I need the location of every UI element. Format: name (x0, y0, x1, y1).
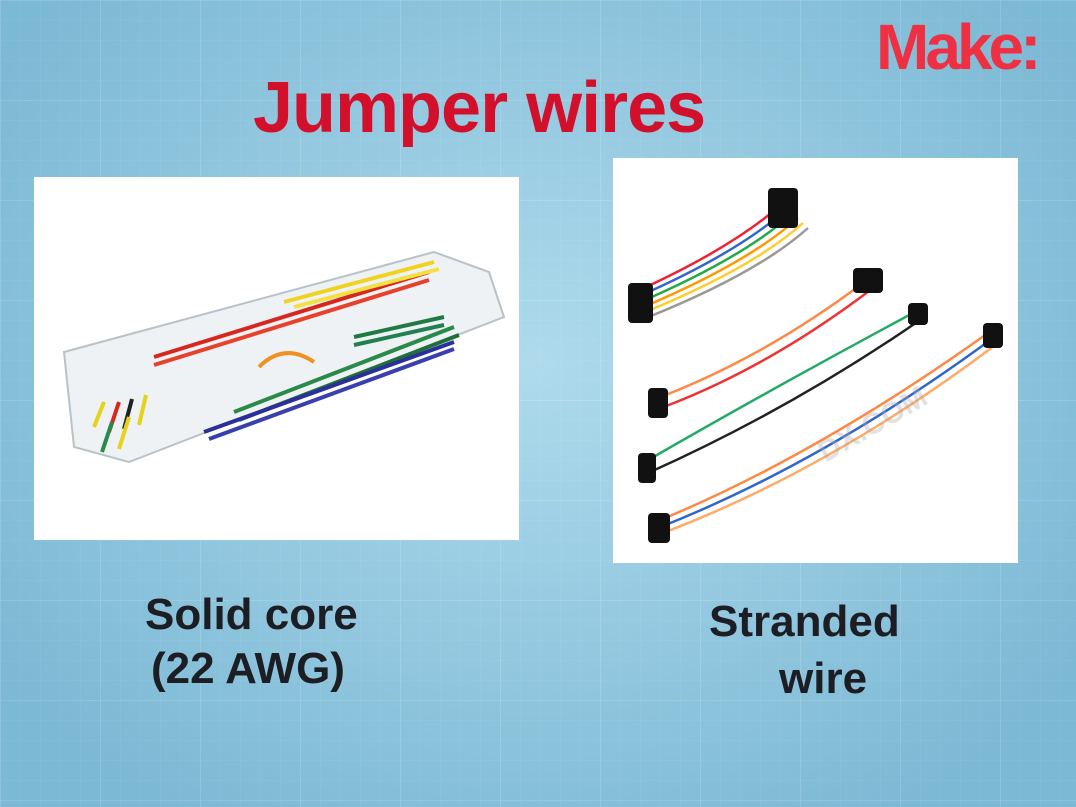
caption-line: Solid core (145, 590, 358, 639)
solid-core-caption: Solid core (22 AWG) (145, 590, 358, 694)
stranded-wire-image: DX.COM (613, 158, 1018, 563)
slide-title: Jumper wires (253, 68, 706, 148)
stranded-caption: Stranded wire (709, 597, 900, 704)
caption-line: (22 AWG) (151, 644, 345, 693)
solid-core-wire-image (34, 177, 519, 540)
caption-line: Stranded (709, 597, 900, 646)
caption-line: wire (779, 654, 868, 703)
make-logo: Make: (876, 11, 1041, 83)
